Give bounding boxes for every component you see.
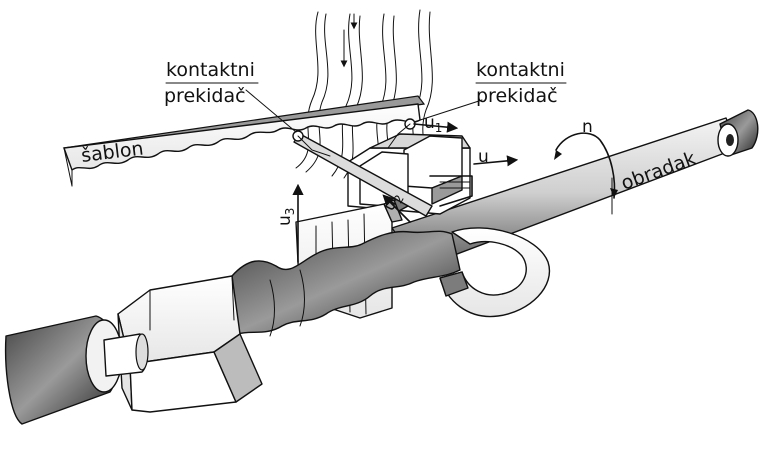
contact-switch-right-label-1: kontaktni (476, 59, 565, 81)
contact-switch-right-label-2: prekidač (476, 85, 558, 107)
feed-u2-arrow (382, 194, 411, 223)
feed-u-label: u (478, 147, 489, 167)
rotation-indicator (554, 132, 618, 199)
steady-rest (439, 227, 551, 318)
contact-switch-left-label-2: prekidač (164, 85, 246, 107)
feed-u1-label: u1 (424, 113, 442, 135)
template-bar (62, 95, 426, 187)
feed-u-arrow (473, 155, 519, 167)
contact-switch-assembly (245, 89, 483, 217)
feed-arrows (292, 121, 519, 263)
template-label: šablon (80, 138, 145, 167)
hex-headstock (117, 275, 263, 413)
tailstock (717, 109, 759, 157)
feed-u3-label: u3 (275, 208, 297, 226)
turned-profile (231, 230, 461, 337)
feed-u1-arrow (413, 121, 459, 133)
contact-switch-left-label-1: kontaktni (166, 59, 255, 81)
rotation-label: n (582, 117, 593, 137)
left-spindle (4, 315, 149, 425)
